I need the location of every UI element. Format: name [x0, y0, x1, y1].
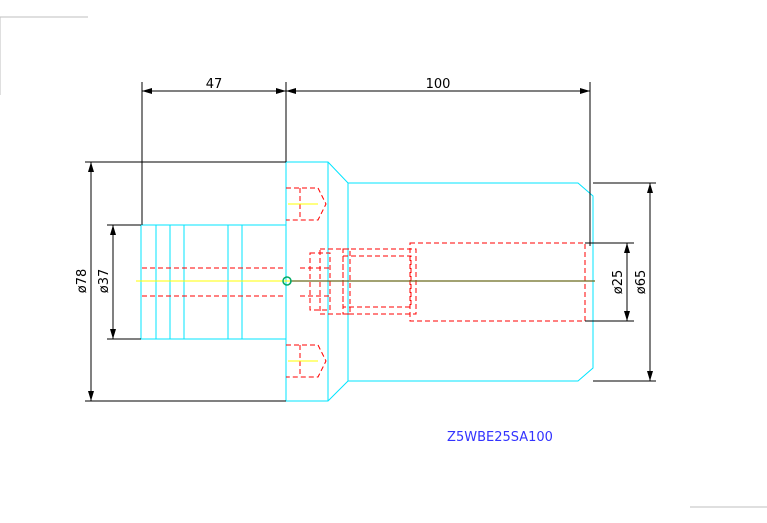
sheet-frame — [0, 16, 767, 508]
part-number-label: Z5WBE25SA100 — [447, 430, 553, 445]
origin-marker — [282, 276, 292, 286]
shank-outline — [140, 224, 287, 340]
dim-length-47: 47 — [206, 77, 223, 92]
centerlines — [136, 203, 318, 362]
dim-dia-37: ø37 — [97, 269, 112, 294]
dim-dia-78: ø78 — [75, 269, 90, 294]
dimension-lines — [85, 82, 656, 402]
hidden-lines — [142, 187, 586, 378]
dim-dia-65: ø65 — [634, 270, 649, 295]
dim-dia-25: ø25 — [611, 270, 626, 295]
dimension-arrows — [88, 88, 653, 401]
dim-length-100: 100 — [426, 77, 451, 92]
